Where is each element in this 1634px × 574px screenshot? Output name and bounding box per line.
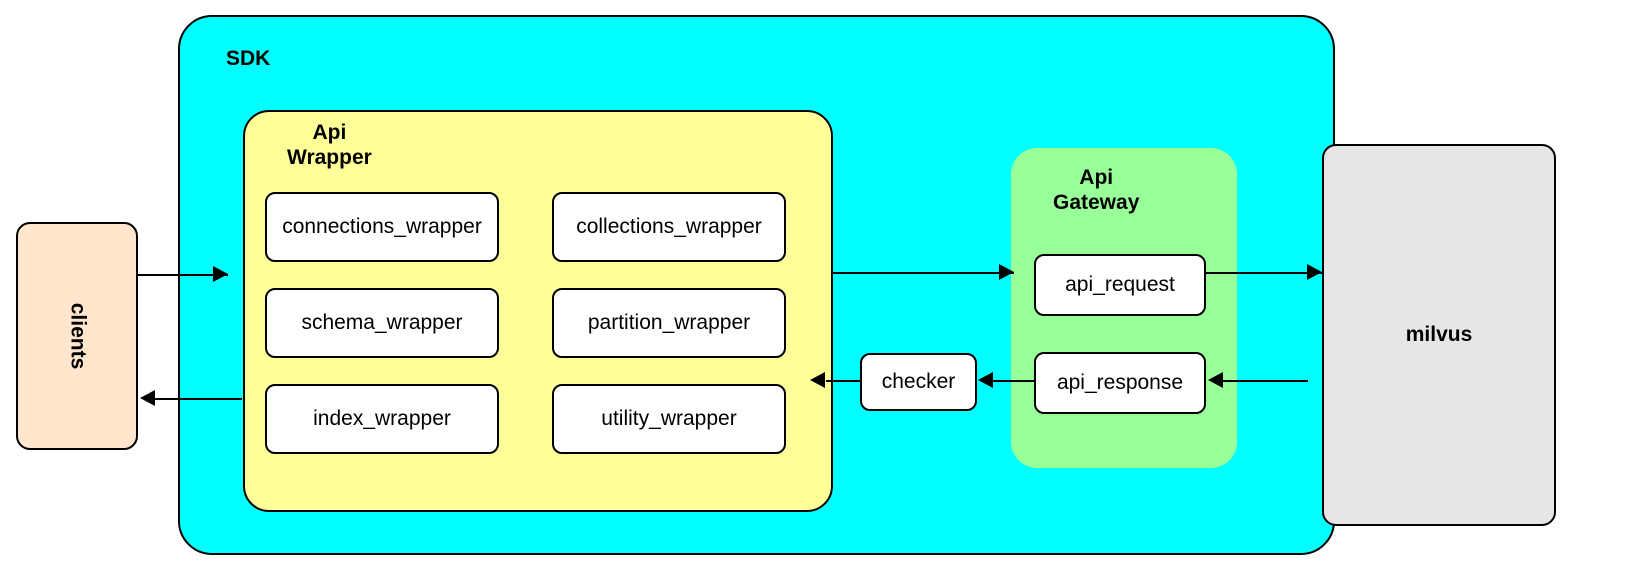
edge-wrapper-to-gateway	[833, 272, 1014, 274]
node-schema-wrapper-label: schema_wrapper	[301, 311, 463, 334]
edge-checker-to-wrapper	[826, 380, 860, 382]
node-checker-label: checker	[881, 370, 956, 393]
arrowhead-milvus-to-response-icon	[1208, 372, 1223, 388]
node-collections-wrapper-label: collections_wrapper	[576, 215, 762, 238]
edge-sdk-to-clients	[152, 398, 242, 400]
node-schema-wrapper[interactable]: schema_wrapper	[265, 288, 499, 358]
node-connections-wrapper[interactable]: connections_wrapper	[265, 192, 499, 262]
arrowhead-response-to-checker-icon	[978, 372, 993, 388]
node-collections-wrapper[interactable]: collections_wrapper	[552, 192, 786, 262]
actor-clients[interactable]: clients	[16, 222, 138, 450]
node-index-wrapper-label: index_wrapper	[313, 407, 451, 430]
node-api-request[interactable]: api_request	[1034, 254, 1206, 316]
container-api-gateway-label: Api Gateway	[1053, 166, 1140, 214]
actor-milvus[interactable]: milvus	[1322, 144, 1556, 526]
node-utility-wrapper-label: utility_wrapper	[601, 407, 737, 430]
node-api-response-label: api_response	[1056, 371, 1184, 394]
container-sdk-label: SDK	[226, 47, 271, 70]
node-api-request-label: api_request	[1065, 273, 1175, 296]
edge-clients-to-sdk	[138, 274, 228, 276]
node-index-wrapper[interactable]: index_wrapper	[265, 384, 499, 454]
container-api-wrapper-label: Api Wrapper	[287, 121, 372, 169]
node-connections-wrapper-label: connections_wrapper	[282, 215, 482, 238]
actor-milvus-label: milvus	[1405, 323, 1473, 346]
arrowhead-request-to-milvus-icon	[1307, 264, 1322, 280]
actor-clients-label: clients	[66, 302, 89, 370]
node-partition-wrapper[interactable]: partition_wrapper	[552, 288, 786, 358]
node-utility-wrapper[interactable]: utility_wrapper	[552, 384, 786, 454]
arrowhead-clients-to-sdk-icon	[213, 266, 228, 282]
edge-response-to-checker	[992, 380, 1034, 382]
node-partition-wrapper-label: partition_wrapper	[587, 311, 751, 334]
arrowhead-wrapper-to-gateway-icon	[999, 264, 1014, 280]
node-api-response[interactable]: api_response	[1034, 352, 1206, 414]
node-checker[interactable]: checker	[860, 353, 977, 411]
arrowhead-sdk-to-clients-icon	[140, 390, 155, 406]
arrowhead-checker-to-wrapper-icon	[810, 372, 825, 388]
edge-request-to-milvus	[1206, 272, 1322, 274]
edge-milvus-to-response	[1222, 380, 1308, 382]
